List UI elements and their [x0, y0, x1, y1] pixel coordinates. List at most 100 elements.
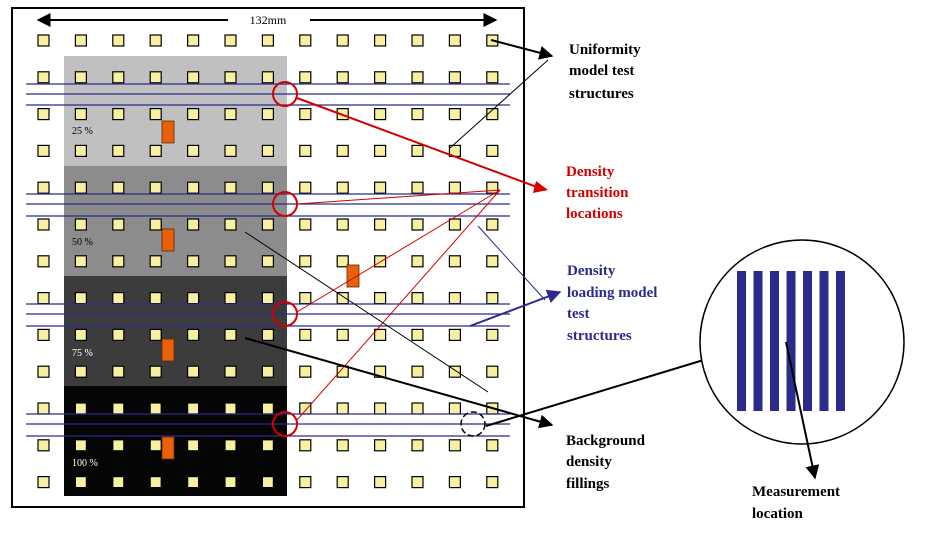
- test-square: [149, 439, 162, 452]
- test-square: [374, 476, 387, 489]
- test-square: [374, 71, 387, 84]
- test-square: [411, 107, 424, 121]
- test-square: [261, 34, 274, 47]
- test-square: [224, 476, 237, 489]
- test-square: [74, 328, 88, 341]
- loading-arrow: [469, 289, 562, 327]
- test-square: [37, 476, 50, 489]
- test-square: [37, 292, 50, 305]
- test-square: [261, 328, 274, 341]
- gauge-bar-7: [836, 271, 845, 411]
- test-square: [37, 365, 50, 378]
- test-square: [37, 218, 50, 231]
- test-square: [448, 71, 461, 84]
- test-square: [336, 476, 349, 489]
- test-square: [112, 107, 125, 121]
- test-square: [187, 107, 200, 121]
- test-square: [336, 439, 349, 452]
- test-square: [448, 476, 461, 489]
- test-square: [261, 292, 274, 305]
- uniformity-thin-line: [449, 59, 549, 149]
- test-square: [261, 181, 274, 194]
- test-square: [411, 439, 424, 452]
- test-square: [374, 181, 387, 194]
- background-label-line-3: fillings: [566, 476, 610, 492]
- test-square: [299, 34, 312, 47]
- test-square: [486, 292, 499, 305]
- magnified-view-circle: [699, 239, 905, 445]
- measurement-gauge-bars: [737, 271, 845, 411]
- test-square: [486, 328, 499, 341]
- test-square: [448, 292, 461, 305]
- test-square: [112, 292, 125, 305]
- test-square: [411, 476, 424, 489]
- test-square: [224, 402, 237, 415]
- test-square: [336, 255, 349, 268]
- test-square: [261, 218, 274, 231]
- test-square: [299, 107, 312, 121]
- gauge-bar-4: [786, 271, 796, 411]
- test-square: [448, 402, 461, 415]
- test-square: [374, 34, 387, 47]
- test-square: [149, 255, 162, 268]
- transition-line-3: [296, 189, 501, 313]
- test-square: [374, 292, 387, 305]
- test-square: [187, 71, 200, 84]
- test-square: [411, 71, 424, 84]
- test-square: [261, 439, 274, 452]
- transition-circles: [272, 81, 298, 437]
- test-square: [149, 365, 162, 378]
- test-square: [374, 402, 387, 415]
- test-square: [112, 34, 125, 47]
- test-square: [336, 402, 349, 415]
- test-square: [112, 402, 125, 415]
- test-square: [112, 144, 125, 157]
- test-square: [112, 255, 125, 268]
- test-square: [261, 144, 274, 157]
- test-square: [261, 365, 274, 378]
- measurement-label-line-2: location: [752, 506, 803, 522]
- uniformity-arrow: [490, 39, 554, 60]
- test-square: [37, 181, 50, 194]
- test-square: [299, 292, 312, 305]
- test-square: [187, 255, 200, 268]
- measurement-arrow: [485, 348, 732, 427]
- test-square: [74, 292, 88, 305]
- transition-line-1: [296, 97, 546, 191]
- test-square: [299, 255, 312, 268]
- density-region-2: [64, 166, 287, 276]
- test-square: [374, 218, 387, 231]
- test-square: [74, 34, 88, 47]
- region-label-75: 75 %: [72, 348, 93, 359]
- test-square: [149, 144, 162, 157]
- transition-label: Density transition locations: [566, 164, 632, 222]
- test-square: [261, 107, 274, 121]
- test-square: [299, 71, 312, 84]
- marker-1: [161, 120, 175, 144]
- test-square: [74, 107, 88, 121]
- test-square: [149, 71, 162, 84]
- test-square: [486, 144, 499, 157]
- test-square: [187, 34, 200, 47]
- test-square: [187, 181, 200, 194]
- test-square: [224, 292, 237, 305]
- transition-circle-4: [272, 411, 298, 437]
- measurement-label-line-1: Measurement: [752, 484, 840, 500]
- transition-line-2: [296, 189, 501, 205]
- gauge-bar-5: [803, 271, 812, 411]
- measurement-label: Measurement location: [752, 484, 844, 522]
- gauge-bar-6: [819, 271, 829, 411]
- test-square: [112, 218, 125, 231]
- test-square: [448, 328, 461, 341]
- transition-circle-3: [272, 301, 298, 327]
- gauge-bar-1: [737, 271, 746, 411]
- test-square: [448, 439, 461, 452]
- test-square: [187, 402, 200, 415]
- test-square: [74, 144, 88, 157]
- test-square: [411, 144, 424, 157]
- test-square: [299, 181, 312, 194]
- test-square: [336, 71, 349, 84]
- test-square: [224, 181, 237, 194]
- density-regions: [64, 56, 287, 496]
